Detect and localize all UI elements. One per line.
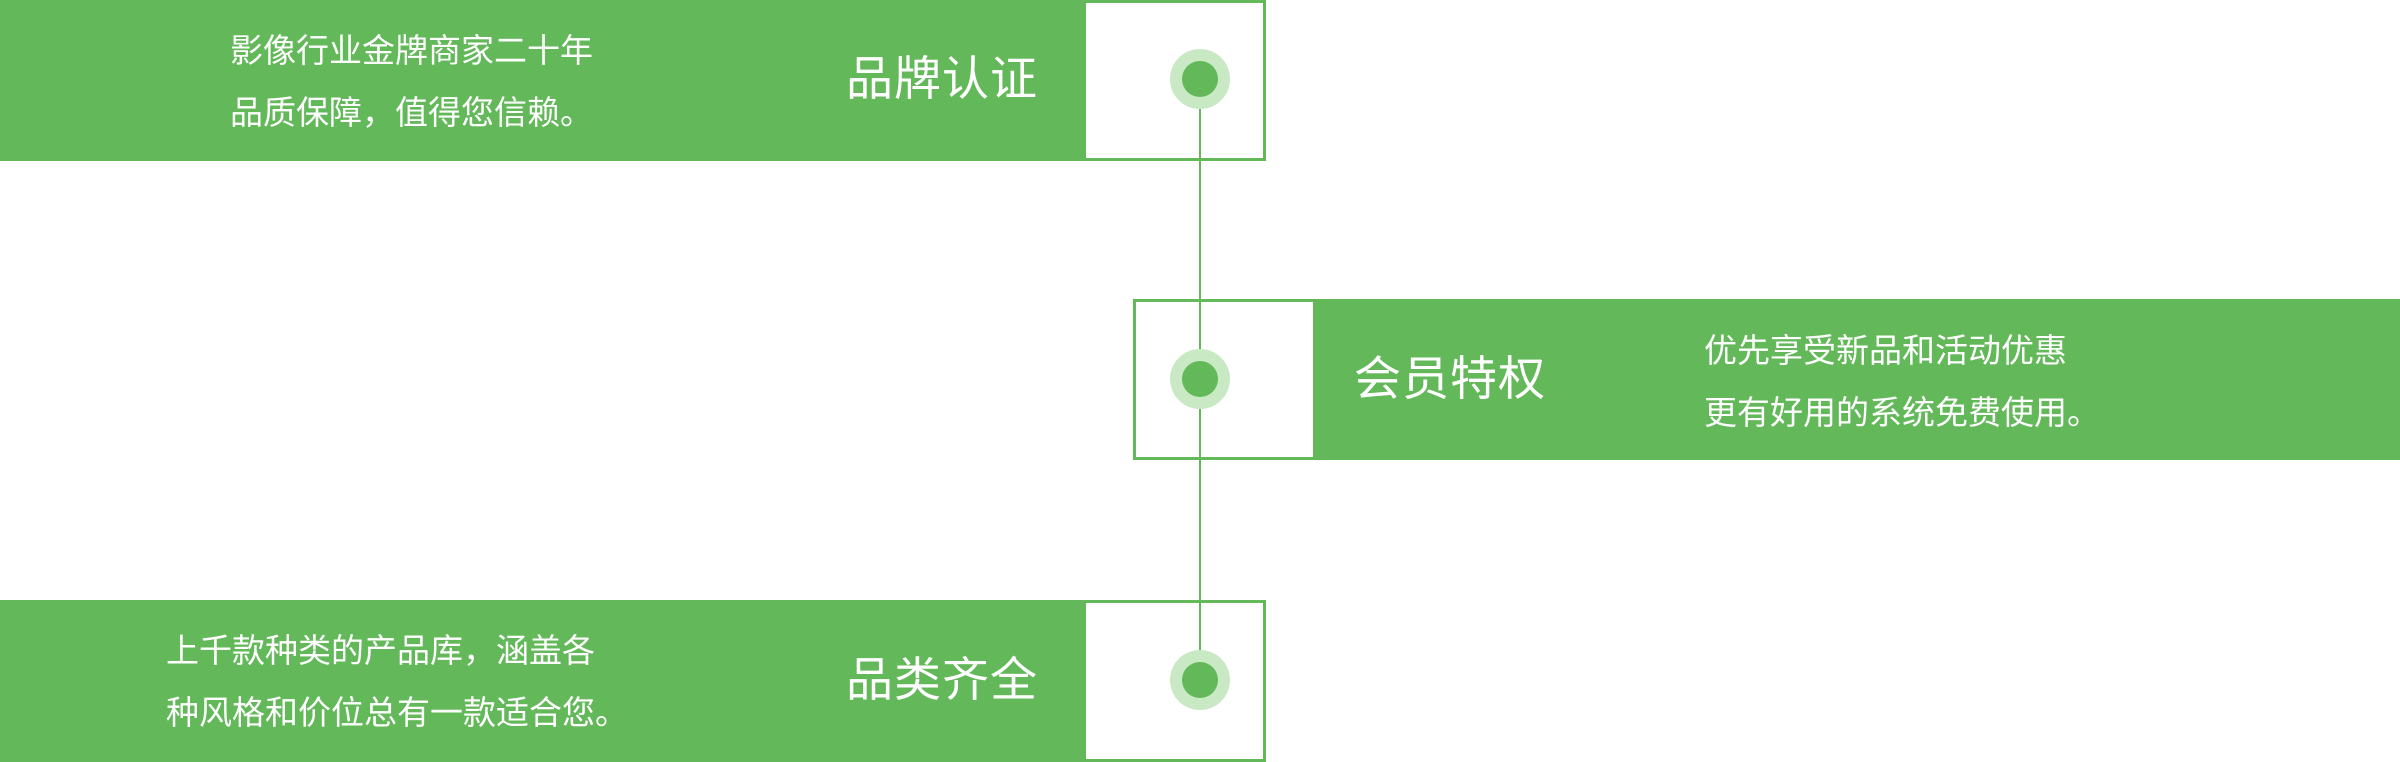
- timeline-dot-icon: [1170, 49, 1230, 109]
- description-line: 优先享受新品和活动优惠: [1704, 331, 2067, 370]
- timeline-node-box: [1083, 600, 1266, 762]
- feature-band-member-privilege: [1314, 299, 2400, 460]
- feature-title: 品类齐全: [846, 653, 1038, 708]
- feature-title: 品牌认证: [846, 52, 1038, 107]
- description-line: 影像行业金牌商家二十年: [230, 31, 593, 70]
- description-line: 种风格和价位总有一款适合您。: [166, 693, 628, 732]
- feature-band-full-range: [0, 600, 1086, 762]
- timeline-dot-icon: [1170, 650, 1230, 710]
- feature-title: 会员特权: [1354, 352, 1546, 407]
- timeline-dot-icon: [1170, 349, 1230, 409]
- description-line: 上千款种类的产品库，涵盖各: [166, 631, 595, 670]
- feature-description: 影像行业金牌商家二十年 品质保障，值得您信赖。: [230, 20, 593, 144]
- description-line: 品质保障，值得您信赖。: [230, 93, 593, 132]
- feature-description: 上千款种类的产品库，涵盖各 种风格和价位总有一款适合您。: [166, 620, 628, 744]
- description-line: 更有好用的系统免费使用。: [1704, 393, 2100, 432]
- feature-description: 优先享受新品和活动优惠 更有好用的系统免费使用。: [1704, 320, 2100, 444]
- feature-band-brand-certification: [0, 0, 1086, 161]
